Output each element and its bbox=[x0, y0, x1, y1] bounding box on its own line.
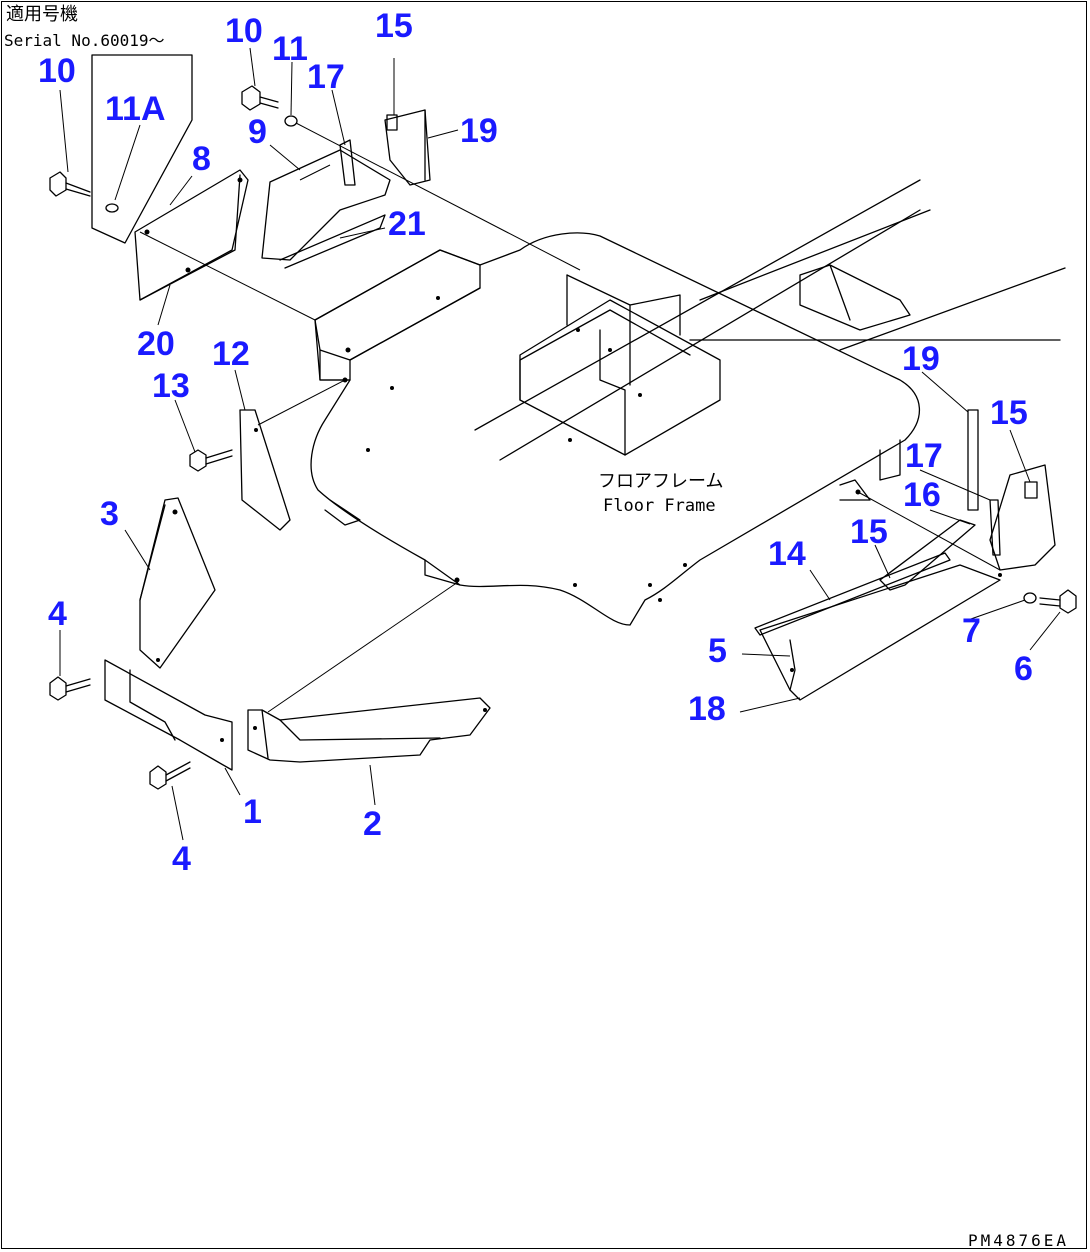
callout-1: 1 bbox=[243, 793, 262, 831]
callout-4-bottom: 4 bbox=[172, 840, 191, 878]
clip-17-upper bbox=[339, 139, 356, 186]
plate-1 bbox=[104, 659, 233, 771]
bolt-4-bottom bbox=[149, 761, 191, 790]
callout-3: 3 bbox=[100, 495, 119, 533]
callout-19-right: 19 bbox=[902, 340, 940, 378]
callout-9: 9 bbox=[248, 113, 267, 151]
bolt-10-left bbox=[49, 171, 91, 197]
washer-11a bbox=[105, 203, 119, 213]
callout-8: 8 bbox=[192, 140, 211, 178]
callout-19-upper: 19 bbox=[460, 112, 498, 150]
callout-7: 7 bbox=[962, 612, 981, 650]
callout-17-upper: 17 bbox=[307, 58, 345, 96]
bracket-3 bbox=[139, 497, 216, 669]
floor-frame-label-en: Floor Frame bbox=[603, 496, 716, 516]
serial-bracket-outline bbox=[91, 54, 193, 244]
callout-15-upper: 15 bbox=[375, 7, 413, 45]
callout-12: 12 bbox=[212, 335, 250, 373]
bracket-right bbox=[989, 464, 1056, 571]
callout-15-right: 15 bbox=[990, 394, 1028, 432]
cover-2 bbox=[247, 697, 491, 763]
bracket-9 bbox=[261, 149, 391, 261]
leader-lines bbox=[59, 47, 1061, 841]
washer-11 bbox=[284, 115, 298, 127]
bolt-6 bbox=[1039, 589, 1077, 614]
callout-16: 16 bbox=[903, 476, 941, 514]
drawing-code: PM4876EA bbox=[968, 1231, 1069, 1250]
applicable-title: 適用号機 bbox=[6, 4, 78, 25]
callout-4-left: 4 bbox=[48, 595, 67, 633]
callout-13: 13 bbox=[152, 367, 190, 405]
callout-11: 11 bbox=[272, 30, 308, 68]
seal-block-19-upper bbox=[384, 109, 431, 186]
cover-5 bbox=[759, 564, 1001, 701]
callout-15-lower: 15 bbox=[850, 513, 888, 551]
callout-10: 10 bbox=[38, 52, 76, 90]
washer-7 bbox=[1023, 592, 1037, 604]
callout-20: 20 bbox=[137, 325, 175, 363]
callout-numbers: 10 11A 8 20 10 11 17 15 19 9 21 12 13 3 … bbox=[38, 7, 1033, 878]
bolt-13 bbox=[189, 449, 233, 472]
callout-6: 6 bbox=[1014, 650, 1033, 688]
callout-18: 18 bbox=[688, 690, 726, 728]
floor-frame-label-jp: フロアフレーム bbox=[598, 471, 723, 492]
callout-21: 21 bbox=[388, 205, 426, 243]
seal-19-right bbox=[967, 409, 979, 511]
plate-12 bbox=[239, 409, 291, 531]
callout-2: 2 bbox=[363, 805, 382, 843]
bolt-10-top bbox=[241, 85, 279, 111]
callout-5: 5 bbox=[708, 632, 727, 670]
bolt-4-left bbox=[49, 676, 91, 701]
cover-plate-20 bbox=[134, 169, 249, 301]
clip-17-right bbox=[989, 499, 1001, 556]
callout-17-right: 17 bbox=[905, 437, 943, 475]
clip-15-upper bbox=[386, 114, 398, 131]
callout-10-top: 10 bbox=[225, 12, 263, 50]
floor-frame bbox=[310, 179, 1066, 626]
seal-16 bbox=[879, 519, 976, 591]
callout-11a: 11A bbox=[105, 90, 166, 128]
serial-number-text: Serial No.60019～ bbox=[4, 31, 165, 50]
callout-14: 14 bbox=[768, 535, 806, 573]
clip-15-right bbox=[1024, 481, 1038, 499]
